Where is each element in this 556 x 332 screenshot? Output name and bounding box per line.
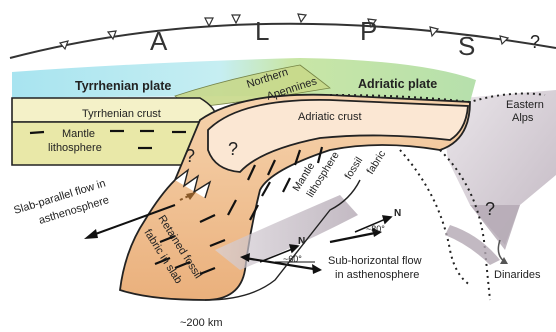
question-mark: ? (228, 139, 238, 159)
north-label: N (394, 208, 401, 219)
question-mark: ? (485, 199, 495, 219)
adriatic-plate-label: Adriatic plate (358, 77, 437, 91)
alps-letter: S (458, 31, 475, 61)
sub-horizontal-label-1: Sub-horizontal flow (328, 255, 422, 267)
eastern-alps-label-1: Eastern (506, 99, 544, 111)
eastern-alps-label-2: Alps (512, 112, 534, 124)
tyrrhenian-crust-label: Tyrrhenian crust (82, 108, 161, 120)
lithosphere-label: lithosphere (48, 142, 102, 154)
mantle-label: Mantle (62, 128, 95, 140)
alps-letter: A (150, 26, 168, 56)
alps-letter: L (255, 16, 269, 46)
flow-arrowhead (312, 264, 322, 274)
angle-label: ~60° (283, 254, 302, 264)
question-mark: ? (185, 146, 195, 166)
dinarides-label: Dinarides (494, 269, 541, 281)
question-mark: ? (530, 32, 540, 52)
sub-horizontal-label-2: in asthenosphere (335, 269, 419, 281)
alps-letter: P (360, 16, 377, 46)
depth-label: ~200 km (180, 317, 223, 329)
tyrrhenian-plate-label: Tyrrhenian plate (75, 79, 171, 93)
adriatic-crust-label: Adriatic crust (298, 111, 362, 123)
angle-label: ~80° (366, 224, 385, 234)
north-label: N (298, 236, 305, 247)
fossil-fabric-label-4: fabric (364, 148, 388, 176)
fossil-fabric-label-3: fossil (342, 155, 365, 182)
